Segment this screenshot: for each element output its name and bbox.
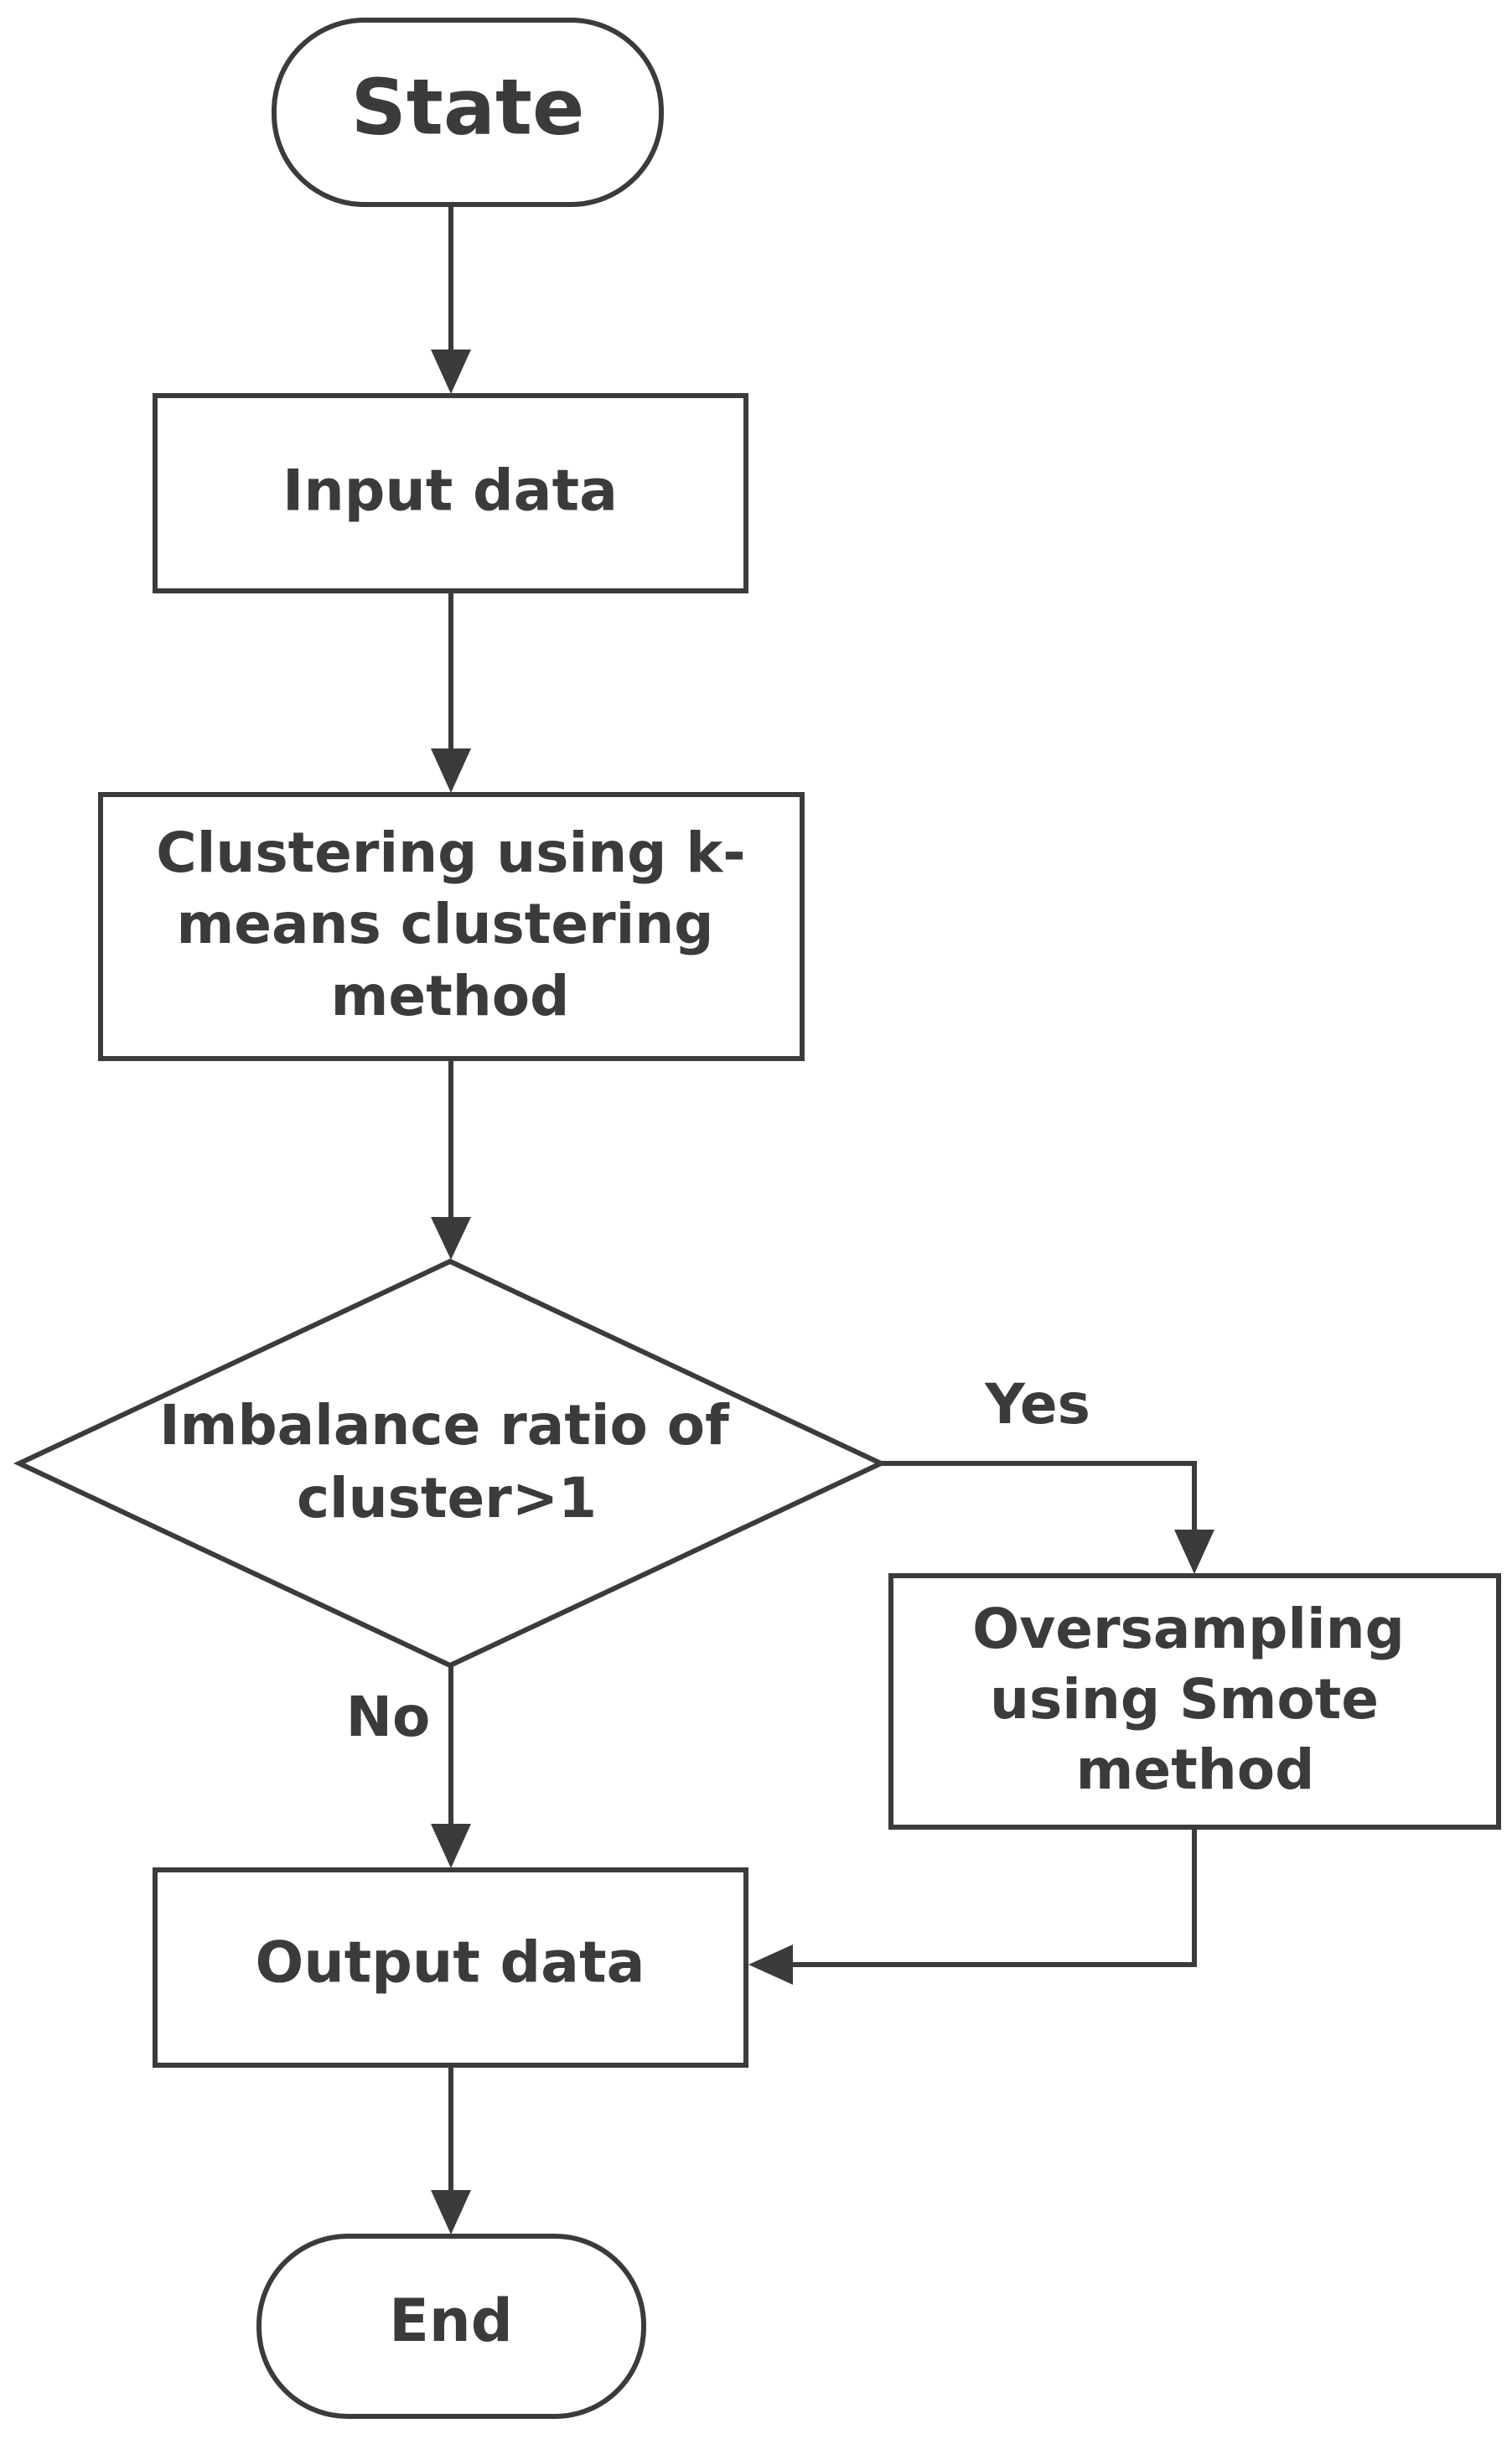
decision-label-line-2: cluster>1 — [297, 1466, 597, 1530]
cluster-node: Clustering using k- means clustering met… — [98, 792, 805, 1061]
decision-label-line-1: Imbalance ratio of — [159, 1393, 730, 1458]
oversample-label-line-3: method — [1076, 1737, 1315, 1802]
oversample-label-line-1: Oversampling — [972, 1597, 1405, 1661]
arrow-oversample-to-output — [748, 1827, 1197, 1985]
oversample-label-line-2: using Smote — [990, 1667, 1379, 1732]
arrow-input-to-cluster — [431, 593, 471, 793]
arrow-cluster-to-decision — [431, 1061, 471, 1260]
yes-label: Yes — [984, 1372, 1090, 1437]
cluster-label-line-1: Clustering using k- — [156, 821, 745, 885]
no-label: No — [346, 1685, 431, 1749]
output-label: Output data — [256, 1930, 645, 1996]
arrow-decision-yes — [881, 1461, 1214, 1574]
arrow-output-to-end — [431, 2068, 471, 2234]
cluster-label-line-2: means clustering — [176, 892, 713, 956]
start-node: State — [272, 18, 664, 207]
start-label: State — [351, 62, 585, 152]
input-node: Input data — [153, 393, 748, 593]
arrow-decision-no — [431, 1665, 471, 1868]
input-label: Input data — [282, 458, 618, 525]
oversample-node: Oversampling using Smote method — [888, 1573, 1501, 1830]
cluster-label-line-3: method — [331, 964, 570, 1028]
arrow-start-to-input — [431, 207, 471, 394]
decision-node: Imbalance ratio of cluster>1 — [13, 1258, 888, 1669]
output-node: Output data — [153, 1867, 748, 2068]
end-node: End — [256, 2234, 646, 2419]
end-label: End — [389, 2286, 513, 2355]
